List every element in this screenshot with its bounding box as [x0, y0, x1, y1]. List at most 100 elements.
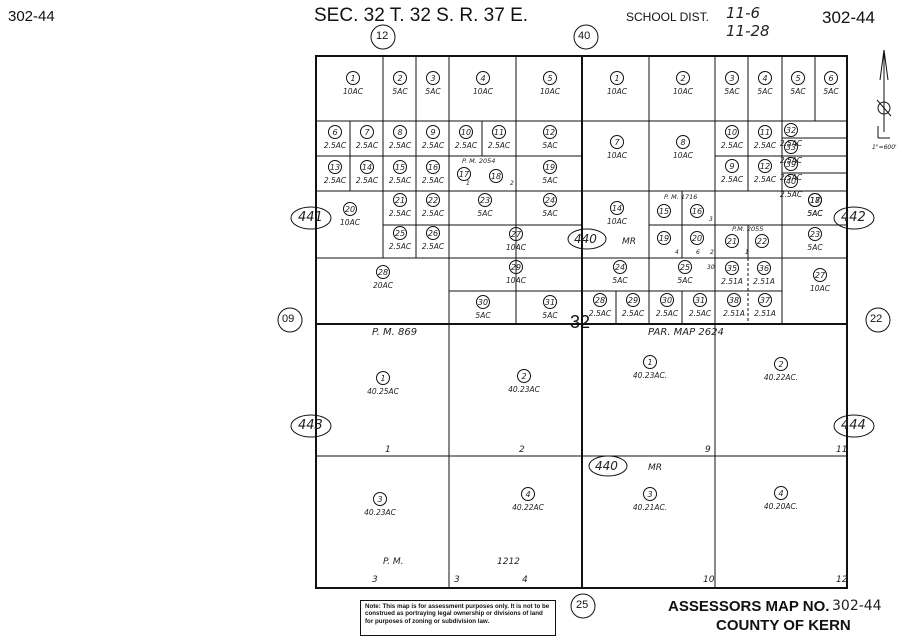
adjacent-map-top-left: 12 — [376, 30, 389, 42]
parcel-label: 322.5AC — [780, 123, 803, 148]
parcel-number: 27 — [815, 271, 826, 280]
parcel-number: 4 — [778, 489, 783, 498]
parcel-number-circle — [521, 487, 535, 501]
parcel-number-circle — [328, 125, 342, 139]
parcel-label: 440.22AC — [512, 487, 545, 512]
parcel-label: 340.23AC — [364, 492, 397, 517]
parcel-number: 10 — [727, 128, 737, 137]
book-ellipse — [588, 455, 628, 477]
parcel-number: 36 — [759, 264, 769, 273]
parcel-acreage: 2.5AC — [754, 141, 777, 150]
parcel-label: 102.5AC — [455, 125, 478, 150]
parcel-acreage: 10AC — [607, 87, 628, 96]
parcel-number: 35 — [727, 264, 737, 273]
parcel-number: 2 — [521, 372, 526, 381]
parcel-number-circle — [543, 160, 557, 174]
parcel-number-circle — [426, 226, 440, 240]
lot-number: 3 — [454, 575, 460, 585]
parcel-acreage: 2.5AC — [780, 156, 803, 165]
parcel-label: 332.5AC — [780, 140, 803, 165]
parcel-number: 12 — [760, 162, 770, 171]
parcel-number: 23 — [810, 230, 820, 239]
parcel-label: 22 — [755, 234, 769, 248]
assessors-map-label: ASSESSORS MAP NO. — [668, 598, 830, 615]
parcel-number: 38 — [729, 296, 739, 305]
scale-text: 1"=600' — [872, 144, 897, 151]
parcel-label: 212.5AC — [389, 193, 412, 218]
parcel-label: 92.5AC — [721, 159, 744, 184]
parcel-number: 2 — [680, 74, 685, 83]
lot-number: 1 — [385, 445, 391, 455]
parcel-number-circle — [643, 355, 657, 369]
parcel-acreage: 10AC — [506, 243, 527, 252]
parcel-acreage: 5AC — [475, 311, 491, 320]
parcel-acreage: 10AC — [607, 151, 628, 160]
parcel-acreage: 2.5AC — [488, 141, 511, 150]
parcel-number-circle — [517, 369, 531, 383]
parcel-map-1212-number: 1212 — [497, 557, 520, 567]
adjacent-map-circle — [573, 24, 599, 50]
parcel-number: 9 — [430, 128, 435, 137]
parcel-number-circle — [784, 140, 798, 154]
parcel-number: 1 — [647, 358, 652, 367]
parcel-number: 15 — [659, 207, 669, 216]
parcel-number: 26 — [428, 229, 438, 238]
parcel-number: 4 — [762, 74, 767, 83]
parcel-number-circle — [613, 260, 627, 274]
parcel-acreage: 5AC — [542, 141, 558, 150]
parcel-acreage: 10AC — [673, 87, 694, 96]
ne-quarter-lines — [582, 56, 847, 324]
parcel-number: 24 — [545, 196, 555, 205]
parcel-number-circle — [346, 71, 360, 85]
lot-number: 6 — [696, 249, 700, 256]
parcel-number: 20 — [692, 234, 702, 243]
parcel-number-circle — [543, 125, 557, 139]
parcel-label: 140.25AC — [367, 371, 400, 396]
parcel-number-circle — [489, 169, 503, 183]
parcel-number: 3 — [647, 490, 652, 499]
parcel-number-circle — [476, 71, 490, 85]
parcel-acreage: 2.5AC — [622, 309, 645, 318]
parcel-number-circle — [426, 160, 440, 174]
parcel-label: 132.5AC — [324, 160, 347, 185]
lot-number: 12 — [836, 575, 848, 585]
parcel-acreage: 10AC — [607, 217, 628, 226]
parcel-acreage: 10AC — [810, 284, 831, 293]
adjacent-map-top-right: 40 — [578, 30, 591, 42]
parcel-number: 4 — [525, 490, 530, 499]
parcel-acreage: 10AC — [340, 218, 361, 227]
lot-number: 3 — [709, 216, 713, 223]
parcel-label: 38 2.51A — [723, 293, 745, 318]
lot-number: 4 — [522, 575, 528, 585]
parcel-number-circle — [727, 293, 741, 307]
parcel-number: 28 — [595, 296, 605, 305]
parcel-acreage: 40.22AC. — [764, 373, 798, 382]
parcel-number-circle — [610, 71, 624, 85]
parcel-acreage: 2.51A — [723, 309, 745, 318]
parcel-acreage: 5AC — [477, 209, 493, 218]
parcel-number: 6 — [828, 74, 833, 83]
parcel-number: 21 — [395, 196, 405, 205]
parcel-acreage: 2.5AC — [455, 141, 478, 150]
lot-number: 9 — [705, 445, 711, 455]
book-ref-440-a-suffix: MR — [622, 237, 637, 247]
parcel-number-circle — [758, 293, 772, 307]
parcel-label: 15 — [657, 204, 671, 218]
parcel-number: 11 — [760, 128, 770, 137]
parcel-acreage: 2.51A — [754, 309, 776, 318]
parcel-number-circle — [676, 71, 690, 85]
parcel-acreage: 5AC — [542, 176, 558, 185]
parcel-number-circle — [476, 295, 490, 309]
parcel-acreage: 5AC — [612, 276, 628, 285]
